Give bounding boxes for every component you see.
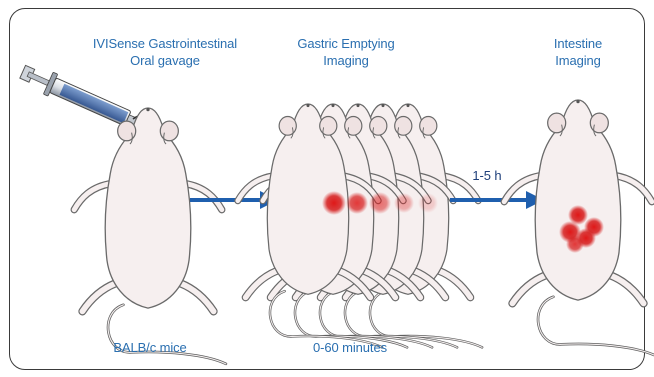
gastric-caption: 0-60 minutes [313, 340, 387, 356]
arrow-right-icon [450, 191, 544, 209]
gavage-title-line1: IVISense Gastrointestinal [93, 36, 237, 52]
time-interval-label: 1-5 h [472, 168, 501, 184]
gavage-caption: BALB/c mice [113, 340, 186, 356]
gastric-title-line1: Gastric Emptying [297, 36, 394, 52]
mouse-icon [74, 108, 226, 364]
gastric-title-line2: Imaging [323, 53, 369, 69]
gavage-title-line2: Oral gavage [130, 53, 200, 69]
mouse-stack [238, 104, 482, 347]
intestine-title-line2: Imaging [555, 53, 601, 69]
intestine-title-line1: Intestine [554, 36, 602, 52]
